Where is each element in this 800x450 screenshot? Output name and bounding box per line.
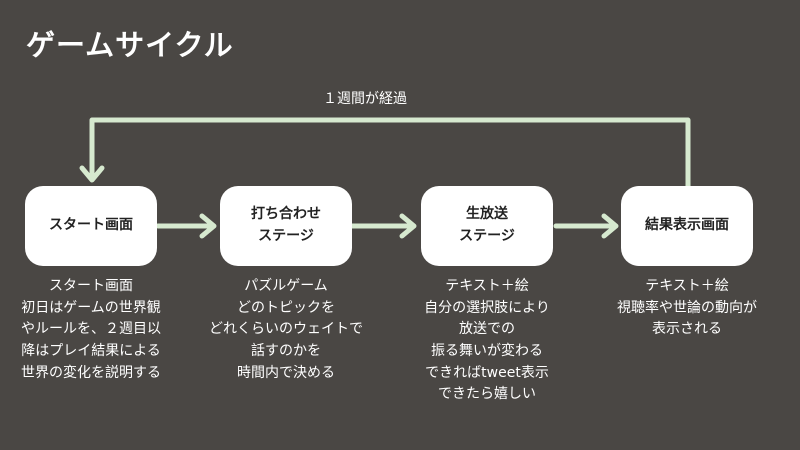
stage-desc-start: スタート画面 初日はゲームの世界観 やルールを、２週目以 降はプレイ結果による … [0,276,186,384]
stage-desc-live: テキスト＋絵 自分の選択肢により 放送での 振る舞いが変わる できればtweet… [392,276,582,406]
desc-line: 視聴率や世論の動向が [617,299,757,316]
loop-arrow-head [79,165,105,183]
stage-desc-meeting: パズルゲーム どのトピックを どれくらいのウェイトで 話すのかを 時間内で決める [191,276,381,384]
desc-line: 表示される [652,321,722,338]
stage-box-start: スタート画面 [25,186,157,266]
stage-box-result: 結果表示画面 [621,186,753,266]
flow-arrow-2-head [399,213,417,239]
desc-line: 振る舞いが変わる [431,343,543,360]
stage-box-meeting: 打ち合わせ ステージ [220,186,352,266]
desc-line: 時間内で決める [237,364,335,381]
desc-line: できればtweet表示 [425,364,549,381]
desc-line: テキスト＋絵 [445,278,529,294]
desc-line: 初日はゲームの世界観 [21,299,161,316]
desc-line: どれくらいのウェイトで [209,321,363,338]
desc-line: 降はプレイ結果による [21,343,161,360]
desc-line: テキスト＋絵 [645,278,729,294]
desc-line: スタート画面 [49,278,133,294]
desc-line: どのトピックを [237,299,335,316]
flow-arrow-1-head [199,213,217,239]
desc-line: やルールを、２週目以 [21,321,161,338]
stage-desc-result: テキスト＋絵 視聴率や世論の動向が 表示される [592,276,782,341]
desc-line: 世界の変化を説明する [21,364,161,381]
desc-line: できたら嬉しい [438,386,536,403]
desc-line: 自分の選択肢により [424,299,550,316]
flow-arrow-3-head [601,213,619,239]
stage-box-live: 生放送 ステージ [421,186,553,266]
page-title: ゲームサイクル [26,28,234,62]
loop-arrow [89,117,691,189]
desc-line: パズルゲーム [244,278,328,294]
desc-line: 放送での [459,321,515,338]
desc-line: 話すのかを [251,343,321,360]
loop-label: １週間が経過 [323,91,407,107]
